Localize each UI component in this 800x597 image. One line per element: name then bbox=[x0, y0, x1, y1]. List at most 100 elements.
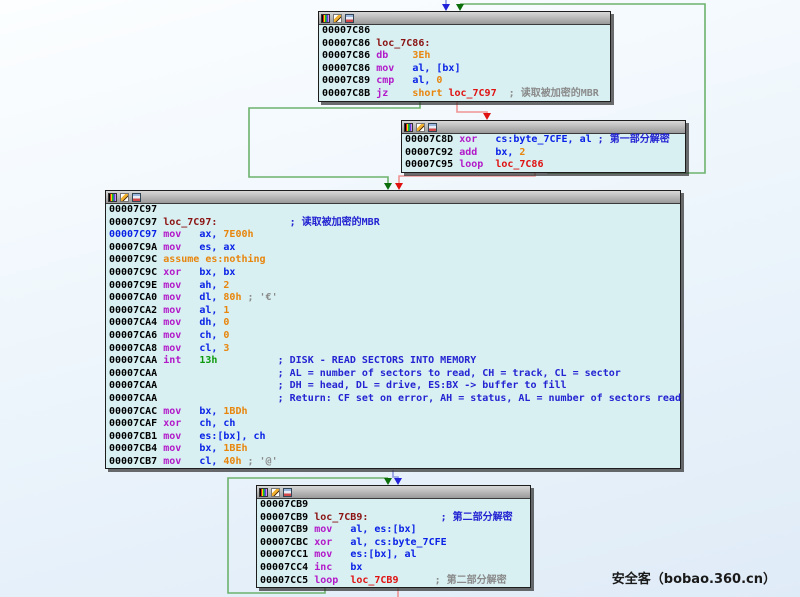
asm-line[interactable]: 00007C97 mov ax, 7E00h bbox=[106, 229, 680, 242]
asm-token-m: mov bbox=[163, 405, 200, 417]
asm-line[interactable]: 00007CBC xor al, cs:byte_7CFE bbox=[257, 537, 530, 550]
asm-token-o: dh, bbox=[199, 317, 224, 329]
asm-line[interactable]: 00007C9C xor bx, bx bbox=[106, 267, 680, 280]
node-color-icon[interactable] bbox=[259, 487, 268, 497]
node-group-icon[interactable] bbox=[132, 192, 141, 202]
node-group-icon[interactable] bbox=[283, 487, 292, 497]
asm-token-m: mov bbox=[163, 241, 200, 253]
asm-line[interactable]: 00007CAA ; Return: CF set on error, AH =… bbox=[106, 393, 681, 406]
asm-line[interactable]: 00007CA2 mov al, 1 bbox=[106, 305, 680, 318]
node-color-icon[interactable] bbox=[404, 122, 413, 132]
node-edit-comment-icon[interactable] bbox=[333, 13, 342, 23]
asm-line[interactable]: 00007C9E mov ah, 2 bbox=[106, 280, 680, 293]
asm-line[interactable]: 00007CAA ; AL = number of sectors to rea… bbox=[106, 368, 680, 381]
asm-token-a: 00007CB4 bbox=[109, 443, 164, 455]
asm-token-o: cl, bbox=[199, 455, 224, 467]
edge-jz-7C86-to-7C97-arrowhead bbox=[384, 183, 392, 190]
asm-line[interactable]: 00007C86 mov al, [bx] bbox=[319, 63, 610, 76]
node-edit-comment-icon[interactable] bbox=[120, 192, 129, 202]
asm-token-a: 00007CB7 bbox=[109, 455, 164, 467]
asm-line[interactable]: 00007CAF xor ch, ch bbox=[106, 418, 680, 431]
asm-line[interactable]: 00007C95 loop loc_7C86 bbox=[402, 159, 685, 172]
asm-line[interactable]: 00007CA8 mov cl, 3 bbox=[106, 343, 680, 356]
asm-line[interactable]: 00007CC4 inc bx bbox=[257, 562, 530, 575]
asm-token-n: 1 bbox=[223, 304, 230, 316]
asm-token-a: 00007C9C bbox=[109, 266, 164, 278]
asm-token-o bbox=[398, 575, 434, 586]
node-group-icon[interactable] bbox=[345, 13, 354, 23]
asm-line[interactable]: 00007CA0 mov dl, 80h ; '€' bbox=[106, 292, 680, 305]
asm-token-a: 00007CC1 bbox=[260, 549, 315, 561]
asm-token-a: 00007CB9 bbox=[260, 524, 315, 536]
asm-token-n: 1BEh bbox=[223, 443, 248, 455]
node-group-icon[interactable] bbox=[428, 122, 437, 132]
asm-line[interactable]: 00007CAA ; DH = head, DL = drive, ES:BX … bbox=[106, 380, 680, 393]
node-titlebar[interactable] bbox=[402, 121, 685, 134]
asm-line[interactable]: 00007CAA int 13h ; DISK - READ SECTORS I… bbox=[106, 355, 680, 368]
asm-token-m: mov bbox=[163, 279, 200, 291]
asm-line[interactable]: 00007C97 bbox=[106, 204, 680, 217]
asm-token-n: 7E00h bbox=[223, 229, 254, 241]
edge-fall-7C97-to-7CB9 bbox=[392, 470, 399, 478]
asm-line[interactable]: 00007CA4 mov dh, 0 bbox=[106, 317, 680, 330]
asm-line[interactable]: 00007C92 add bx, 2 bbox=[402, 147, 685, 160]
asm-line[interactable]: 00007CA6 mov ch, 0 bbox=[106, 330, 680, 343]
asm-line[interactable]: 00007C9A mov es, ax bbox=[106, 242, 680, 255]
asm-line[interactable]: 00007CC5 loop loc_7CB9 ; 第二部分解密 bbox=[257, 575, 530, 588]
asm-token-o: bx, bx bbox=[199, 266, 236, 278]
asm-token-n: 80h bbox=[223, 292, 242, 304]
asm-line[interactable]: 00007C8D xor cs:byte_7CFE, al ; 第一部分解密 bbox=[402, 134, 685, 147]
asm-token-a: 00007CA4 bbox=[109, 317, 164, 329]
asm-line[interactable]: 00007C86 loc_7C86: bbox=[319, 38, 610, 51]
asm-token-o: bx, bbox=[199, 443, 224, 455]
node-titlebar[interactable] bbox=[319, 12, 610, 25]
asm-token-n: 40h bbox=[223, 455, 242, 467]
node-titlebar[interactable] bbox=[106, 191, 680, 204]
asm-token-gc: ; 第二部分解密 bbox=[434, 574, 507, 586]
asm-token-k: short bbox=[412, 87, 449, 99]
asm-token-m: xor bbox=[459, 134, 496, 145]
asm-line[interactable]: 00007CB4 mov bx, 1BEh bbox=[106, 443, 680, 456]
asm-line[interactable]: 00007C97 loc_7C97: ; 读取被加密的MBR bbox=[106, 217, 680, 230]
asm-token-a: 00007CA2 bbox=[109, 304, 164, 316]
asm-token-m: mov bbox=[163, 455, 200, 467]
edge-fall-7C8D-to-7C97-arrowhead bbox=[395, 183, 403, 190]
asm-token-a: 00007CBC bbox=[260, 536, 315, 548]
edge-fall-7C86-to-7C8D-arrowhead bbox=[483, 113, 491, 120]
asm-line[interactable]: 00007CB9 mov al, es:[bx] bbox=[257, 524, 530, 537]
asm-line[interactable]: 00007CB9 loc_7CB9: ; 第二部分解密 bbox=[257, 512, 530, 525]
asm-line[interactable]: 00007CC1 mov es:[bx], al bbox=[257, 549, 530, 562]
asm-token-n: 3Eh bbox=[412, 50, 431, 62]
edge-fall-7C8D-to-7C97 bbox=[398, 172, 536, 183]
asm-line[interactable]: 00007C86 bbox=[319, 25, 610, 38]
asm-line[interactable]: 00007C89 cmp al, 0 bbox=[319, 75, 610, 88]
asm-token-o: al, [bx] bbox=[412, 62, 461, 74]
asm-token-n: 0 bbox=[436, 75, 443, 87]
node-color-icon[interactable] bbox=[108, 192, 117, 202]
asm-line[interactable]: 00007CAC mov bx, 1BDh bbox=[106, 406, 680, 419]
asm-line[interactable]: 00007CB7 mov cl, 40h ; '@' bbox=[106, 456, 680, 469]
node-edit-comment-icon[interactable] bbox=[416, 122, 425, 132]
asm-token-a: 00007C9E bbox=[109, 279, 164, 291]
asm-line[interactable]: 00007C86 db 3Eh bbox=[319, 50, 610, 63]
asm-token-m: mov bbox=[163, 317, 200, 329]
asm-token-m: mov bbox=[314, 524, 351, 536]
node-color-icon[interactable] bbox=[321, 13, 330, 23]
asm-token-l: loc_7CB9: bbox=[314, 511, 369, 523]
asm-line[interactable]: 00007C8B jz short loc_7C97 ; 读取被加密的MBR bbox=[319, 88, 610, 101]
asm-line[interactable]: 00007CB1 mov es:[bx], ch bbox=[106, 431, 680, 444]
asm-token-a: 00007C89 bbox=[322, 75, 377, 87]
asm-token-o bbox=[497, 88, 509, 99]
node-titlebar[interactable] bbox=[257, 486, 530, 499]
node-edit-comment-icon[interactable] bbox=[271, 487, 280, 497]
asm-token-a: 00007C86 bbox=[322, 37, 377, 49]
asm-token-t: loc_7C97 bbox=[448, 87, 497, 99]
asm-line[interactable]: 00007C9C assume es:nothing bbox=[106, 254, 680, 267]
asm-token-a: 00007C9A bbox=[109, 241, 164, 253]
asm-token-c: ; DH = head, DL = drive, ES:BX -> buffer… bbox=[277, 380, 567, 392]
asm-line[interactable]: 00007CB9 bbox=[257, 499, 530, 512]
